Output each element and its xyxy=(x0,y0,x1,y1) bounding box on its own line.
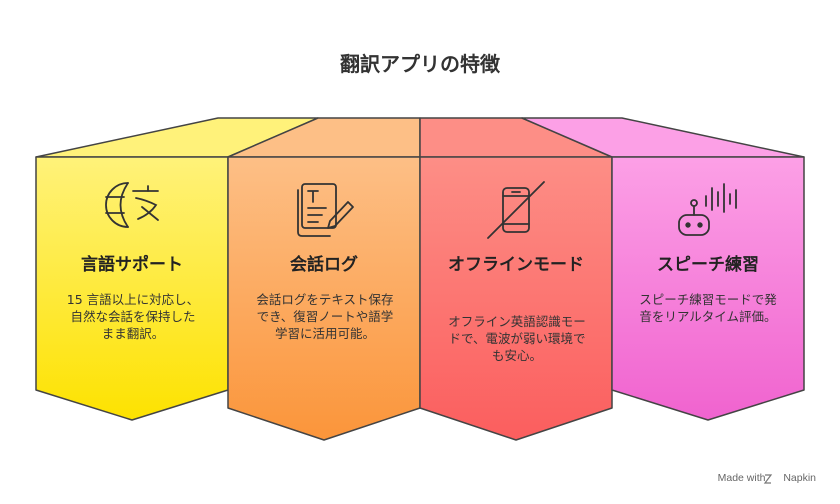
panel-4-shape xyxy=(611,156,805,421)
panel-2-shape xyxy=(227,156,421,441)
text-document-pen-icon xyxy=(297,183,354,237)
panel-3-title: オフラインモード xyxy=(448,255,584,275)
panel-2-description: 会話ログをテキスト保存でき、復習ノートや語学学習に活用可能。 xyxy=(256,292,394,341)
panel-4-title: スピーチ練習 xyxy=(657,255,759,275)
made-with-label: Made with xyxy=(717,472,766,484)
panel-1-description: 15 言語以上に対応し、自然な会話を保持したまま翻訳。 xyxy=(66,292,200,341)
panel-4-description: スピーチ練習モードで発音をリアルタイム評価。 xyxy=(639,292,777,324)
brand-name: Napkin xyxy=(783,472,816,484)
napkin-logo-icon xyxy=(763,474,773,484)
made-with-credit[interactable]: Made with Napkin xyxy=(718,472,816,484)
panel-2-title: 会話ログ xyxy=(290,255,358,275)
panel-1-shape xyxy=(35,156,229,421)
diagram-title: 翻訳アプリの特徴 xyxy=(340,52,500,76)
panel-3-description: オフライン英語認識モードで、電波が弱い環境でも安心。 xyxy=(448,314,586,363)
no-signal-phone-icon xyxy=(487,181,545,239)
panel-3-shape xyxy=(419,156,613,441)
robot-voice-icon xyxy=(678,183,737,236)
globe-language-icon xyxy=(105,182,159,228)
panel-1-title: 言語サポート xyxy=(81,255,183,275)
